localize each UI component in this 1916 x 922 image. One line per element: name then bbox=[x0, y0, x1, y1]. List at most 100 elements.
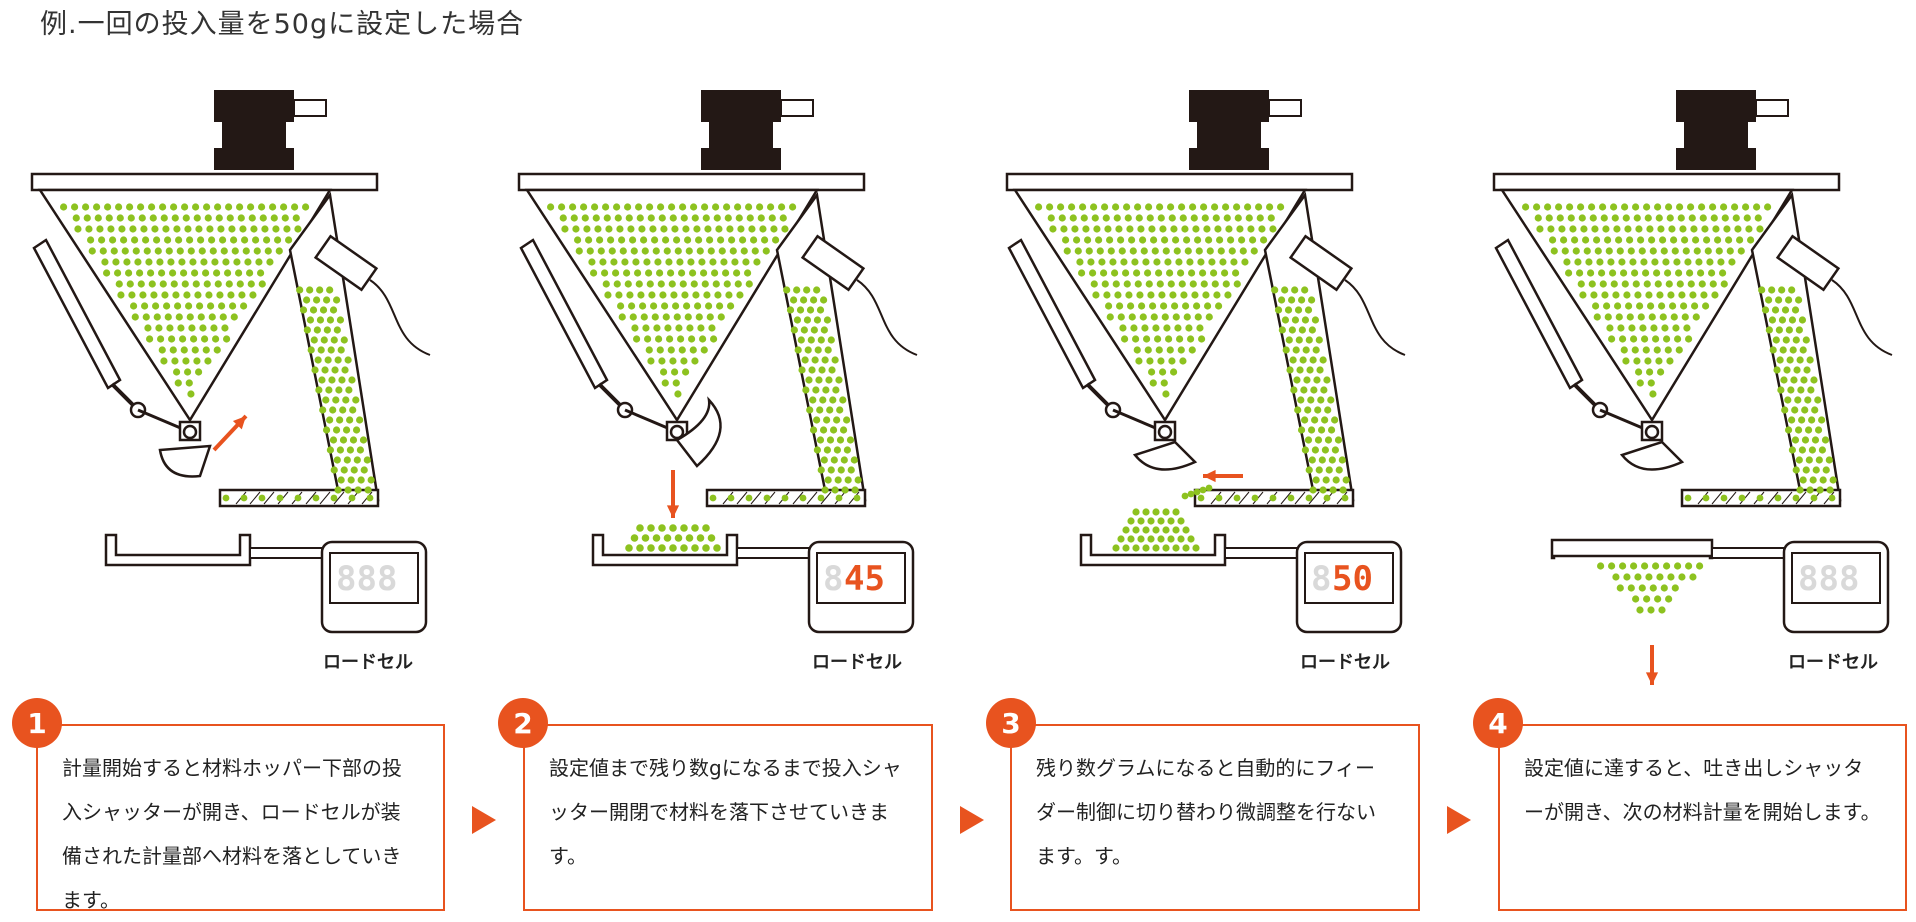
discharge-shutter bbox=[1619, 440, 1685, 471]
motor-base bbox=[701, 148, 781, 170]
step-2-text: 設定値まで残り数gになるまで投入シャッター開閉で材料を落下させていきます。 bbox=[549, 756, 902, 868]
step-4-badge: 4 bbox=[1473, 698, 1523, 748]
sensor bbox=[313, 234, 379, 292]
step-1-description: 計量開始すると材料ホッパー下部の投入シャッターが開き、ロードセルが装備された計量… bbox=[36, 724, 445, 912]
step-4-text: 設定値に達すると、吐き出しシャッターが開き、次の材料計量を開始します。 bbox=[1524, 756, 1881, 824]
motor-shaft bbox=[1755, 99, 1789, 117]
weigh-pan bbox=[591, 533, 810, 567]
sensor-cable bbox=[1344, 279, 1406, 356]
hopper-material bbox=[1522, 203, 1772, 398]
load-cell-beam bbox=[249, 547, 323, 559]
falling-material-4 bbox=[1597, 562, 1704, 614]
hopper bbox=[524, 188, 820, 423]
flow-arrow-1 bbox=[212, 414, 248, 452]
step-1-text: 計量開始すると材料ホッパー下部の投入シャッターが開き、ロードセルが装備された計量… bbox=[62, 756, 402, 912]
motor-shaft bbox=[293, 99, 327, 117]
load-cell-label-4: ロードセル bbox=[1788, 652, 1878, 673]
motor-base bbox=[1189, 148, 1269, 170]
weigh-pan bbox=[104, 533, 323, 567]
step-1-badge: 1 bbox=[12, 698, 62, 748]
motor-base bbox=[1676, 148, 1756, 170]
step-3-description: 残り数グラムになると自動的にフィーダー制御に切り替わり微調整を行ないます。す。 bbox=[1010, 724, 1420, 911]
sensor bbox=[1288, 234, 1354, 292]
load-cell-beam bbox=[1224, 547, 1298, 559]
load-cell-label-1: ロードセル bbox=[323, 652, 413, 673]
discharge-shutter bbox=[1132, 440, 1198, 471]
hopper bbox=[37, 188, 333, 423]
sensor bbox=[1775, 234, 1841, 292]
sensor bbox=[800, 234, 866, 292]
flow-arrow-4 bbox=[1645, 645, 1659, 685]
chute-material bbox=[1684, 286, 1837, 502]
next-arrow-1 bbox=[472, 806, 496, 834]
display-dim-digits: 888 bbox=[336, 559, 397, 599]
display-value: 45 bbox=[844, 559, 885, 599]
flow-arrow-3 bbox=[1203, 469, 1243, 483]
chute-material bbox=[222, 286, 375, 502]
hopper-lid bbox=[517, 172, 866, 192]
display-dim-digits: 888 bbox=[1798, 559, 1859, 599]
step-3-text: 残り数グラムになると自動的にフィーダー制御に切り替わり微調整を行ないます。す。 bbox=[1036, 756, 1376, 868]
chute-material bbox=[709, 286, 862, 502]
weighed-material-2 bbox=[625, 524, 721, 552]
hopper-lid bbox=[30, 172, 379, 192]
motor-body bbox=[1197, 122, 1261, 148]
step-3-badge: 3 bbox=[986, 698, 1036, 748]
shutter-pivot bbox=[1644, 424, 1660, 440]
sensor-cable bbox=[369, 279, 431, 356]
discharge-shutter bbox=[158, 444, 212, 478]
display-screen bbox=[1791, 552, 1881, 604]
display-screen bbox=[329, 552, 419, 604]
sensor-cable bbox=[1831, 279, 1893, 356]
motor-top bbox=[1676, 90, 1756, 122]
hopper bbox=[1499, 188, 1795, 423]
hopper bbox=[1012, 188, 1308, 423]
load-cell-label-3: ロードセル bbox=[1300, 652, 1390, 673]
discharge-shutter bbox=[675, 396, 722, 468]
hopper-material bbox=[547, 203, 797, 398]
hopper-material bbox=[1035, 203, 1285, 398]
actuator-cylinder bbox=[1007, 238, 1097, 390]
shutter-pivot bbox=[182, 424, 198, 440]
display-dim-digits: 8 bbox=[1311, 559, 1331, 599]
actuator-cylinder bbox=[1494, 238, 1584, 390]
weigh-pan bbox=[1550, 538, 1785, 560]
next-arrow-3 bbox=[1447, 806, 1471, 834]
sensor-cable bbox=[856, 279, 918, 356]
hopper-lid bbox=[1492, 172, 1841, 192]
display-screen bbox=[1304, 552, 1394, 604]
motor-body bbox=[1684, 122, 1748, 148]
flow-arrow-2 bbox=[666, 470, 680, 518]
load-cell-beam bbox=[1711, 547, 1785, 559]
hopper-material bbox=[60, 203, 310, 398]
step-2-badge: 2 bbox=[498, 698, 548, 748]
shutter-pivot bbox=[1157, 424, 1173, 440]
motor-body bbox=[709, 122, 773, 148]
display-dim-digits: 8 bbox=[823, 559, 843, 599]
motor-top bbox=[1189, 90, 1269, 122]
weighed-material-3 bbox=[1112, 484, 1213, 552]
motor-shaft bbox=[1268, 99, 1302, 117]
machine-1: 888 bbox=[30, 90, 431, 634]
shutter-pivot bbox=[669, 424, 685, 440]
display-value: 50 bbox=[1332, 559, 1373, 599]
display-screen bbox=[816, 552, 906, 604]
next-arrow-2 bbox=[960, 806, 984, 834]
load-cell-beam bbox=[736, 547, 810, 559]
motor-base bbox=[214, 148, 294, 170]
hopper-lid bbox=[1005, 172, 1354, 192]
motor-body bbox=[222, 122, 286, 148]
load-cell-label-2: ロードセル bbox=[812, 652, 902, 673]
step-4-description: 設定値に達すると、吐き出しシャッターが開き、次の材料計量を開始します。 bbox=[1498, 724, 1907, 911]
motor-shaft bbox=[780, 99, 814, 117]
motor-top bbox=[701, 90, 781, 122]
machine-4: 888 bbox=[1492, 90, 1893, 634]
actuator-cylinder bbox=[32, 238, 122, 390]
chute-material bbox=[1197, 286, 1350, 502]
motor-top bbox=[214, 90, 294, 122]
page-title: 例.一回の投入量を50gに設定した場合 bbox=[40, 9, 525, 40]
actuator-cylinder bbox=[519, 238, 609, 390]
